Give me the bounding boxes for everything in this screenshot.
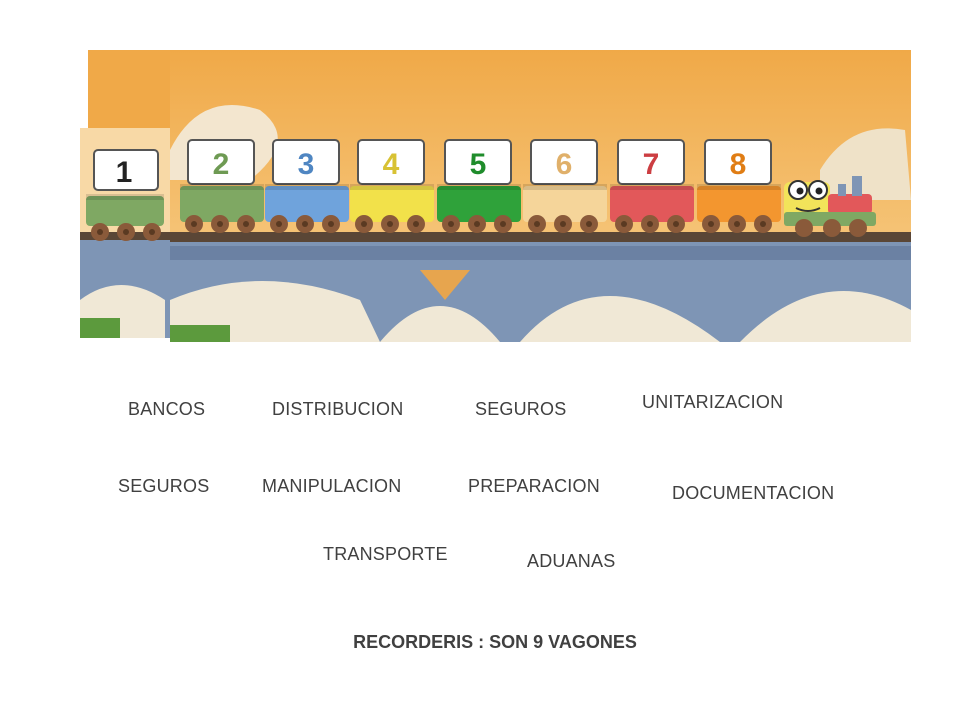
word-seguros-2: SEGUROS [118, 476, 210, 496]
wagon-6: 6 [523, 139, 607, 233]
word-documentacion: DOCUMENTACION [672, 483, 835, 503]
word-preparacion: PREPARACION [468, 476, 600, 496]
wagon-8: 8 [697, 139, 781, 233]
footer-reminder: RECORDERIS : SON 9 VAGONES [353, 632, 637, 652]
wagon-number-1: 1 [116, 156, 133, 189]
wagons-group: 1 2 3 4 5 6 7 8 [86, 139, 781, 241]
word-transporte: TRANSPORTE [323, 544, 448, 564]
wagon-4: 4 [350, 139, 434, 233]
wagon-number-6: 6 [556, 148, 573, 181]
word-bancos: BANCOS [128, 399, 206, 419]
wagon-number-7: 7 [643, 148, 660, 181]
wagon-number-8: 8 [730, 148, 747, 181]
wagon-2: 2 [180, 139, 264, 233]
wagon-1: 1 [86, 149, 164, 241]
word-aduanas: ADUANAS [527, 551, 616, 571]
locomotive [784, 176, 876, 237]
wagon-number-4: 4 [383, 148, 400, 181]
word-unitarizacion: UNITARIZACION [642, 392, 784, 412]
wagon-number-2: 2 [213, 148, 230, 181]
word-seguros-1: SEGUROS [475, 399, 567, 419]
train-illustration: 1 2 3 4 5 6 7 8 [80, 50, 911, 342]
wagon-5: 5 [437, 139, 521, 233]
wagon-number-3: 3 [298, 148, 315, 181]
word-manipulacion: MANIPULACION [262, 476, 402, 496]
word-distribucion: DISTRIBUCION [272, 399, 404, 419]
wagon-number-5: 5 [470, 148, 487, 181]
wagon-3: 3 [265, 139, 349, 233]
wagon-7: 7 [610, 139, 694, 233]
